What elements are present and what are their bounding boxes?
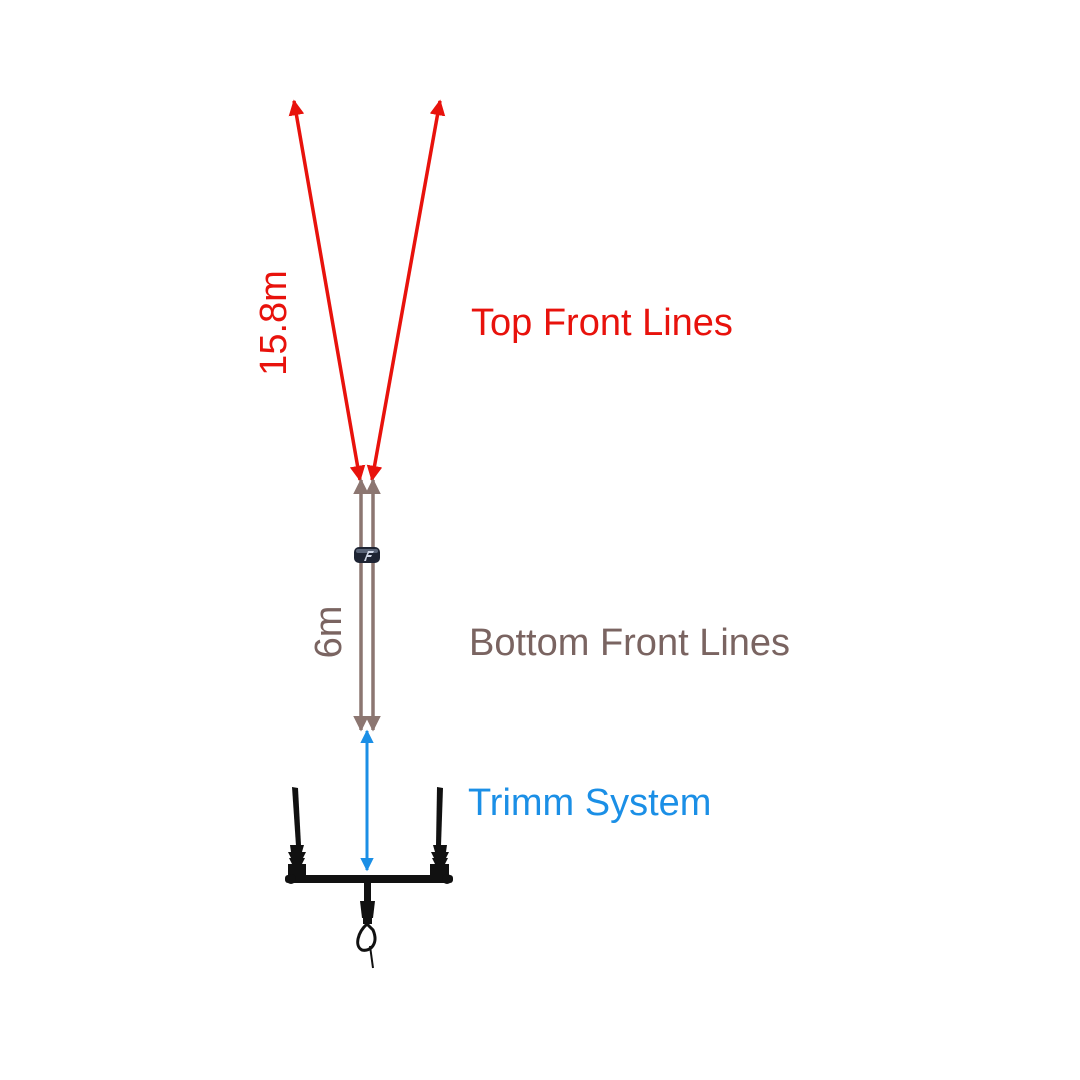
trimm-system-label: Trimm System [468,782,712,824]
chicken-loop-icon [356,883,377,969]
control-bar-icon [285,787,453,884]
float-ring-icon [354,547,380,563]
top-lines-length-label: 15.8m [253,270,295,376]
top-front-lines-label: Top Front Lines [471,302,733,344]
top-front-line-right [366,99,446,482]
bottom-front-lines-label: Bottom Front Lines [469,622,791,664]
bottom-lines-length-label: 6m [308,605,350,659]
top-front-line-left [288,99,366,482]
